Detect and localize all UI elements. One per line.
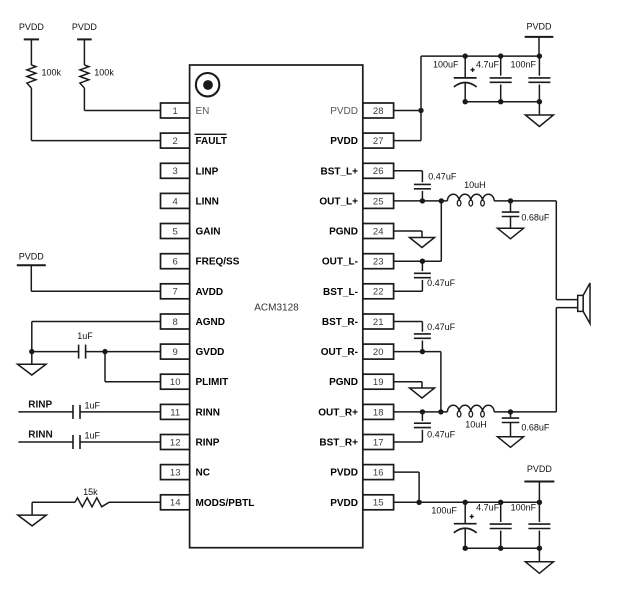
svg-text:10uH: 10uH xyxy=(464,180,486,190)
svg-text:7: 7 xyxy=(173,287,178,298)
svg-text:GVDD: GVDD xyxy=(196,347,225,358)
svg-text:OUT_L-: OUT_L- xyxy=(322,257,358,268)
svg-text:1uF: 1uF xyxy=(85,431,101,441)
svg-text:0.68uF: 0.68uF xyxy=(521,212,550,222)
svg-text:10: 10 xyxy=(170,377,181,388)
svg-text:19: 19 xyxy=(373,377,384,388)
svg-text:BST_L-: BST_L- xyxy=(323,287,358,298)
svg-text:4: 4 xyxy=(173,196,178,207)
svg-text:27: 27 xyxy=(373,136,384,147)
svg-text:FREQ/SS: FREQ/SS xyxy=(196,257,240,268)
svg-text:PGND: PGND xyxy=(329,377,358,388)
svg-text:PVDD: PVDD xyxy=(330,106,358,117)
svg-text:RINN: RINN xyxy=(28,430,52,441)
svg-text:RINP: RINP xyxy=(28,400,52,411)
svg-text:18: 18 xyxy=(373,407,384,418)
svg-text:17: 17 xyxy=(373,437,384,448)
svg-text:EN: EN xyxy=(196,106,210,117)
svg-text:20: 20 xyxy=(373,347,384,358)
svg-text:PVDD: PVDD xyxy=(19,22,45,32)
svg-text:21: 21 xyxy=(373,317,384,328)
svg-text:1: 1 xyxy=(173,106,178,117)
svg-text:LINN: LINN xyxy=(196,196,219,207)
svg-text:100uF: 100uF xyxy=(433,59,459,69)
svg-text:1uF: 1uF xyxy=(85,400,101,410)
svg-text:5: 5 xyxy=(173,226,178,237)
svg-text:PVDD: PVDD xyxy=(19,252,45,262)
svg-text:BST_L+: BST_L+ xyxy=(320,166,358,177)
svg-text:100k: 100k xyxy=(42,68,62,78)
svg-text:11: 11 xyxy=(170,407,180,418)
svg-text:23: 23 xyxy=(373,257,384,268)
svg-text:100uF: 100uF xyxy=(431,505,457,515)
svg-text:14: 14 xyxy=(170,498,181,509)
svg-text:0.47uF: 0.47uF xyxy=(427,322,456,332)
svg-text:AGND: AGND xyxy=(196,317,225,328)
svg-text:100nF: 100nF xyxy=(510,59,536,69)
svg-text:0.47uF: 0.47uF xyxy=(428,172,457,182)
svg-text:PVDD: PVDD xyxy=(330,468,358,479)
svg-text:AVDD: AVDD xyxy=(196,287,224,298)
svg-text:OUT_L+: OUT_L+ xyxy=(319,196,358,207)
svg-text:28: 28 xyxy=(373,106,384,117)
svg-text:PVDD: PVDD xyxy=(527,464,553,474)
svg-text:3: 3 xyxy=(173,166,178,177)
svg-text:16: 16 xyxy=(373,468,384,479)
svg-text:OUT_R+: OUT_R+ xyxy=(318,407,358,418)
svg-text:PLIMIT: PLIMIT xyxy=(196,377,229,388)
svg-text:PGND: PGND xyxy=(329,227,358,238)
svg-text:26: 26 xyxy=(373,166,384,177)
svg-text:BST_R-: BST_R- xyxy=(322,317,358,328)
svg-text:1uF: 1uF xyxy=(77,331,93,341)
svg-text:100k: 100k xyxy=(94,68,114,78)
svg-text:12: 12 xyxy=(170,437,181,448)
svg-text:0.47uF: 0.47uF xyxy=(427,430,456,440)
svg-text:24: 24 xyxy=(373,226,384,237)
svg-text:22: 22 xyxy=(373,287,384,298)
svg-text:2: 2 xyxy=(173,136,178,147)
svg-text:4.7uF: 4.7uF xyxy=(476,59,500,69)
svg-text:BST_R+: BST_R+ xyxy=(319,438,358,449)
svg-text:4.7uF: 4.7uF xyxy=(476,502,500,512)
svg-text:MODS/PBTL: MODS/PBTL xyxy=(196,498,255,509)
svg-text:15k: 15k xyxy=(83,487,98,497)
svg-text:100nF: 100nF xyxy=(511,502,537,512)
svg-text:NC: NC xyxy=(196,468,210,479)
svg-text:PVDD: PVDD xyxy=(526,22,552,32)
svg-text:OUT_R-: OUT_R- xyxy=(321,347,358,358)
svg-text:0.47uF: 0.47uF xyxy=(427,278,456,288)
svg-text:0.68uF: 0.68uF xyxy=(521,423,550,433)
svg-text:PVDD: PVDD xyxy=(330,136,358,147)
svg-text:RINP: RINP xyxy=(196,438,220,449)
svg-text:RINN: RINN xyxy=(196,407,220,418)
svg-text:FAULT: FAULT xyxy=(196,136,227,147)
svg-text:LINP: LINP xyxy=(196,166,219,177)
svg-text:9: 9 xyxy=(173,347,178,358)
svg-text:10uH: 10uH xyxy=(465,419,487,429)
svg-text:15: 15 xyxy=(373,498,384,509)
svg-text:GAIN: GAIN xyxy=(196,227,221,238)
svg-text:ACM3128: ACM3128 xyxy=(254,303,299,314)
svg-text:PVDD: PVDD xyxy=(330,498,358,509)
svg-text:PVDD: PVDD xyxy=(72,22,98,32)
svg-text:8: 8 xyxy=(173,317,178,328)
svg-text:6: 6 xyxy=(173,257,178,268)
svg-text:25: 25 xyxy=(373,196,384,207)
svg-text:13: 13 xyxy=(170,468,181,479)
